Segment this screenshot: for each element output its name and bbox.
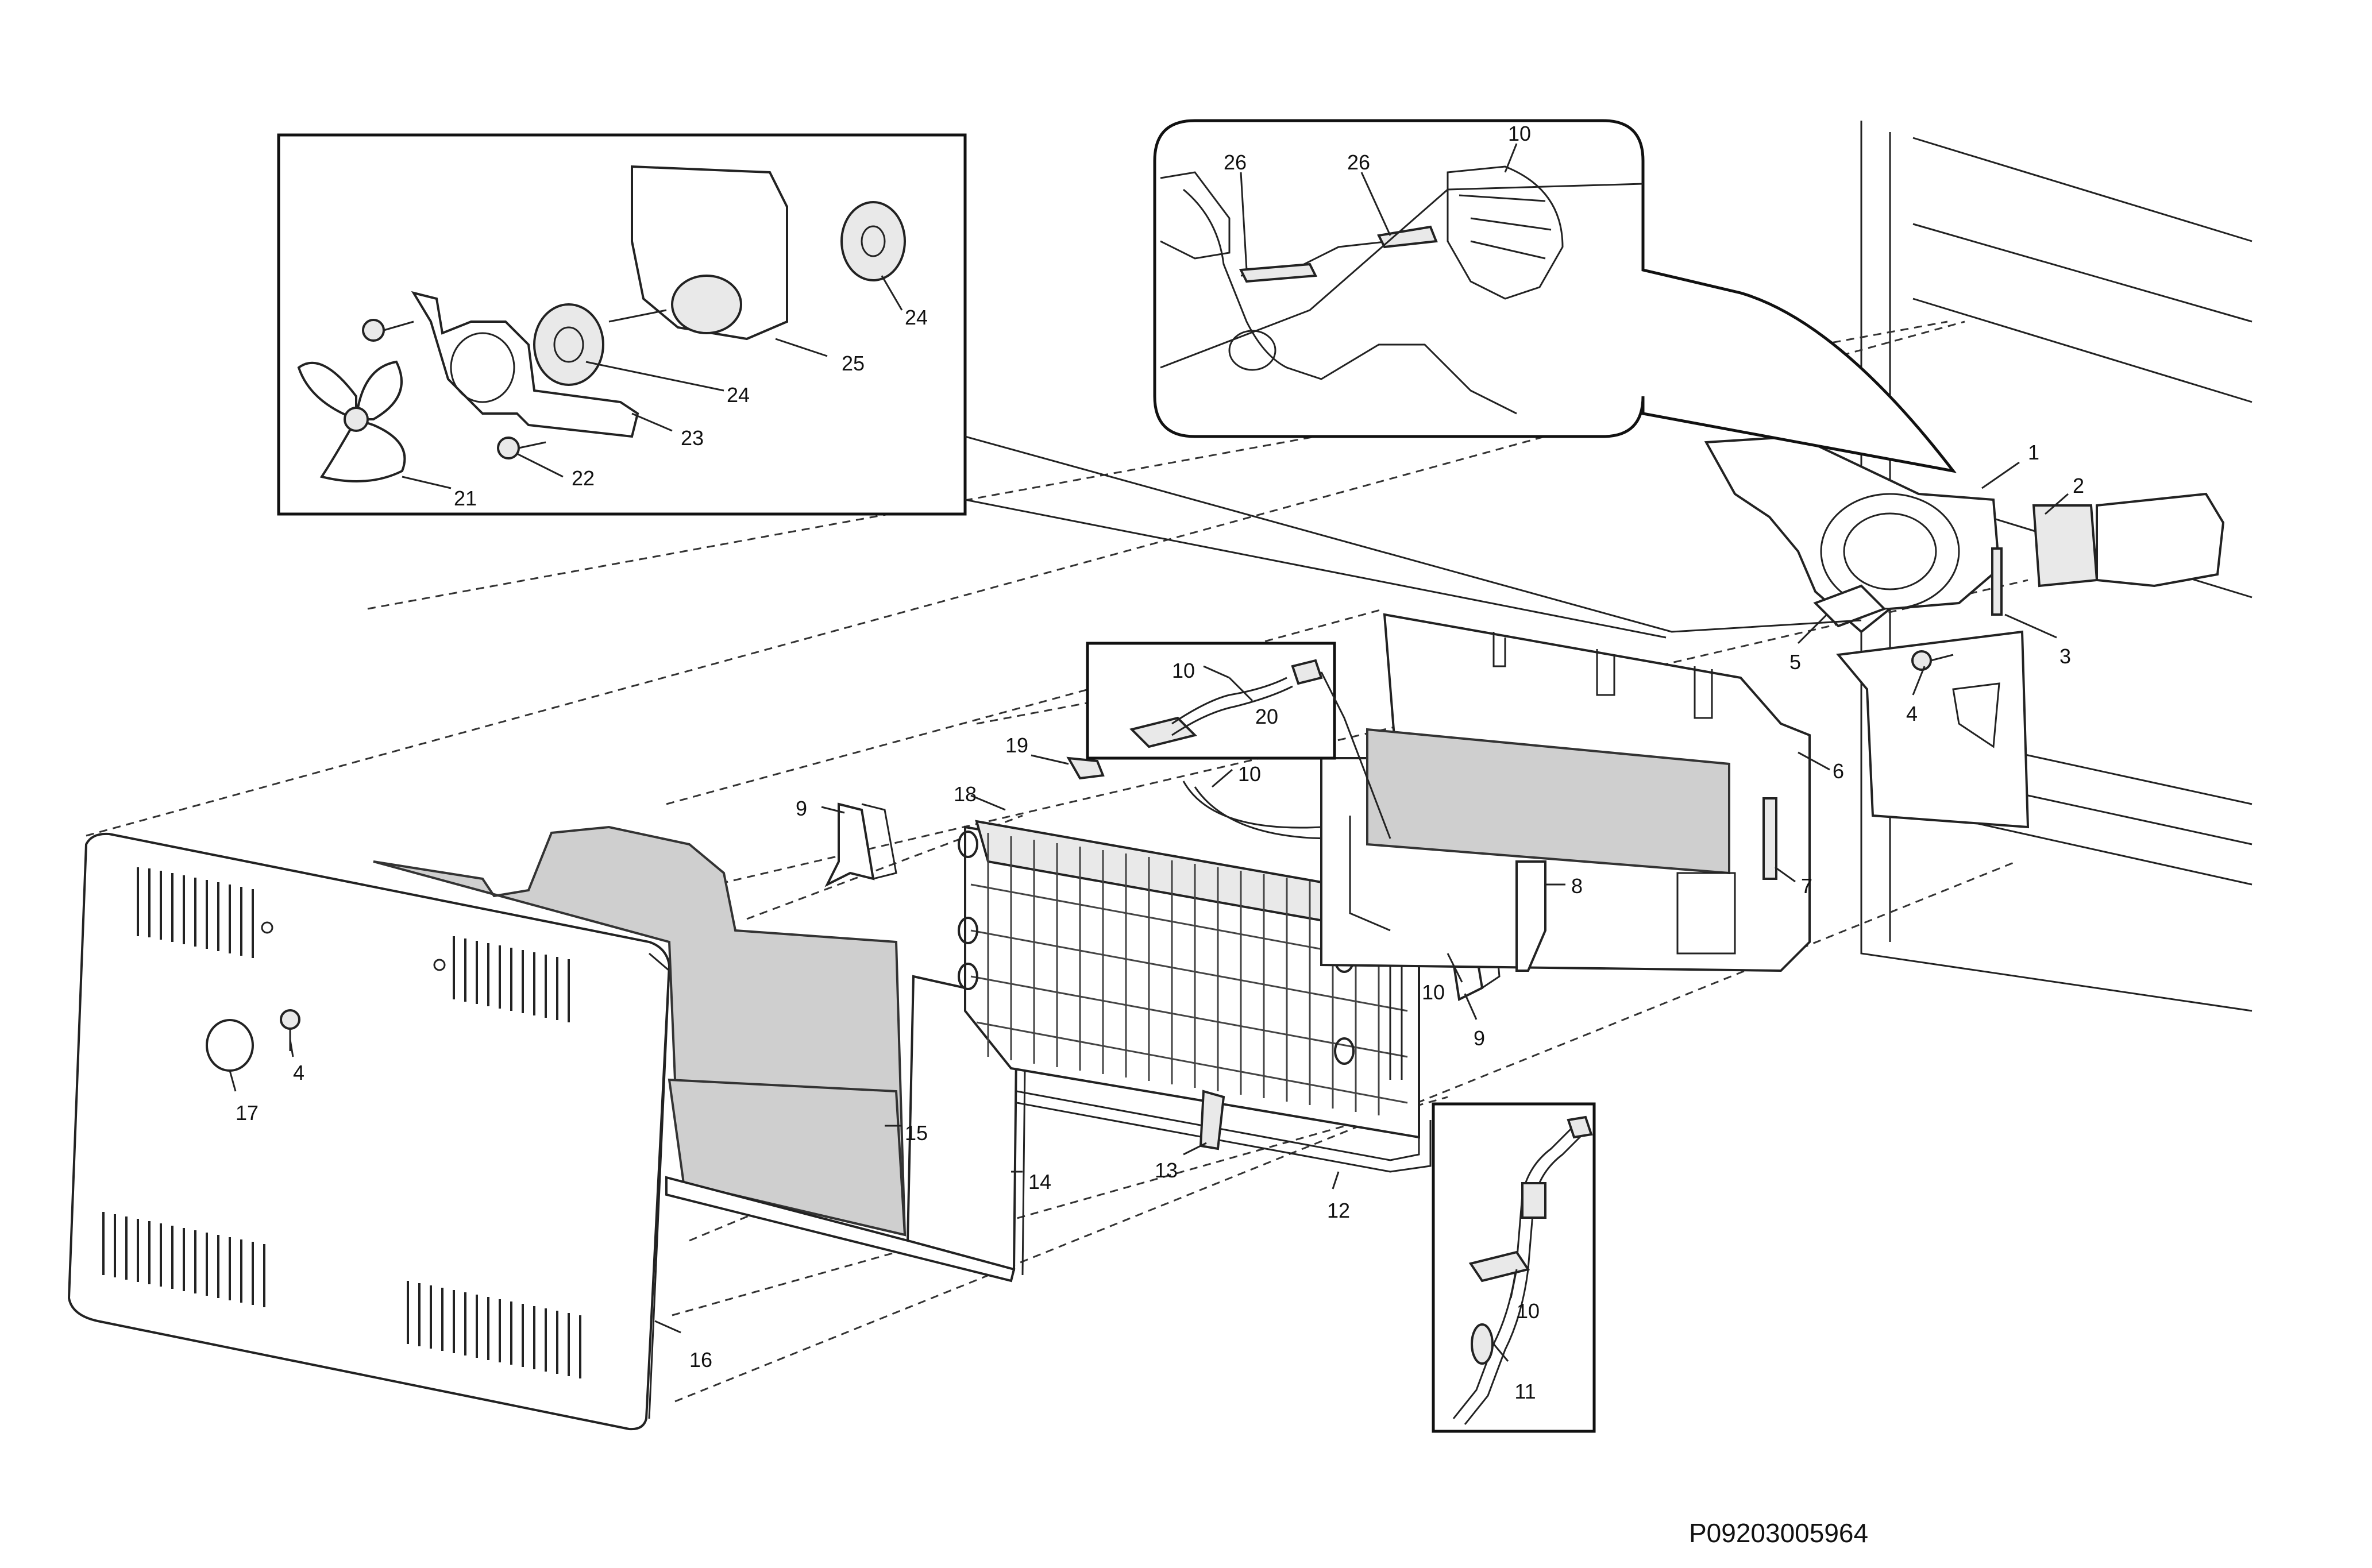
leader-lines — [229, 143, 2069, 1362]
callout-19: 19 — [1005, 733, 1028, 757]
plug-grommet — [206, 1019, 254, 1072]
callout-14: 14 — [1028, 1170, 1051, 1194]
callout-8: 8 — [1571, 874, 1583, 898]
callout-labels: 1 2 3 4 4 5 6 7 8 9 9 10 10 10 10 10 11 … — [236, 122, 2084, 1403]
fan-insulator-strip — [1991, 547, 2003, 616]
callout-7: 7 — [1801, 874, 1812, 898]
callout-18: 18 — [954, 782, 977, 806]
rubber-grommet-2 — [840, 201, 906, 281]
screw-left — [280, 1009, 300, 1051]
fan-shroud-plate — [1836, 630, 2030, 829]
inset-wiring-harness — [1153, 119, 1957, 473]
callout-16: 16 — [689, 1348, 712, 1372]
fan-motor — [608, 165, 788, 341]
diagram-code: P09203005964 — [1689, 1518, 1868, 1548]
inset-thermal-fuse — [1432, 1102, 1596, 1433]
callout-4-left: 4 — [293, 1061, 304, 1084]
fan-motor-housing — [1704, 435, 2001, 634]
fan-wire-connector — [2032, 492, 2225, 588]
callout-6: 6 — [1833, 759, 1844, 783]
callout-1: 1 — [2028, 441, 2039, 464]
rear-air-duct-cover — [1320, 613, 1811, 972]
callout-15: 15 — [905, 1121, 928, 1145]
callout-2: 2 — [2073, 474, 2084, 497]
callout-10-evaporator: 10 — [1238, 762, 1261, 786]
motor-screw-top — [362, 319, 414, 342]
callout-26-left: 26 — [1224, 150, 1247, 174]
front-grille-panel — [67, 832, 671, 1431]
callout-4-right: 4 — [1906, 702, 1918, 725]
screw-right — [1911, 650, 1954, 671]
grille-vents — [102, 867, 581, 1378]
housing-mount-bracket — [1813, 584, 1887, 628]
callout-22: 22 — [572, 466, 595, 490]
callout-26-right: 26 — [1347, 150, 1370, 174]
inset-fan-motor-assembly — [277, 133, 967, 516]
callout-3: 3 — [2059, 644, 2071, 668]
callout-25: 25 — [842, 352, 865, 375]
callout-24-lower: 24 — [727, 383, 750, 407]
callout-21: 21 — [454, 486, 477, 510]
callout-10-inset-top: 10 — [1508, 122, 1531, 145]
callout-17: 17 — [236, 1101, 259, 1125]
evaporator-clip-left — [824, 802, 897, 887]
wire-retainer-clip — [1066, 756, 1105, 780]
duct-fastener — [1515, 860, 1546, 972]
callout-10-inset-mid: 10 — [1172, 659, 1195, 682]
inset-pointer-lines — [965, 435, 1862, 639]
heater-clip — [1199, 1090, 1225, 1150]
callout-23: 23 — [681, 426, 704, 450]
callout-10-inset-bottom: 10 — [1517, 1299, 1540, 1323]
callout-10-right: 10 — [1422, 980, 1445, 1004]
thermistor-pad — [1762, 797, 1777, 880]
rubber-grommet — [533, 303, 604, 386]
callout-9-left: 9 — [796, 797, 807, 820]
motor-screw-bottom — [497, 437, 546, 459]
callout-9-right: 9 — [1474, 1026, 1485, 1050]
callout-5: 5 — [1789, 650, 1801, 674]
callout-24-upper: 24 — [905, 306, 928, 329]
callout-12: 12 — [1327, 1199, 1350, 1222]
insulation-foam-pad — [373, 825, 907, 1237]
callout-11: 11 — [1514, 1380, 1536, 1403]
inset-defrost-sensor — [1086, 642, 1391, 839]
evaporator-back-channel — [665, 975, 1027, 1283]
motor-bracket — [411, 291, 639, 438]
callout-20: 20 — [1255, 705, 1278, 728]
fan-blade — [297, 360, 406, 482]
callout-13: 13 — [1155, 1158, 1178, 1182]
